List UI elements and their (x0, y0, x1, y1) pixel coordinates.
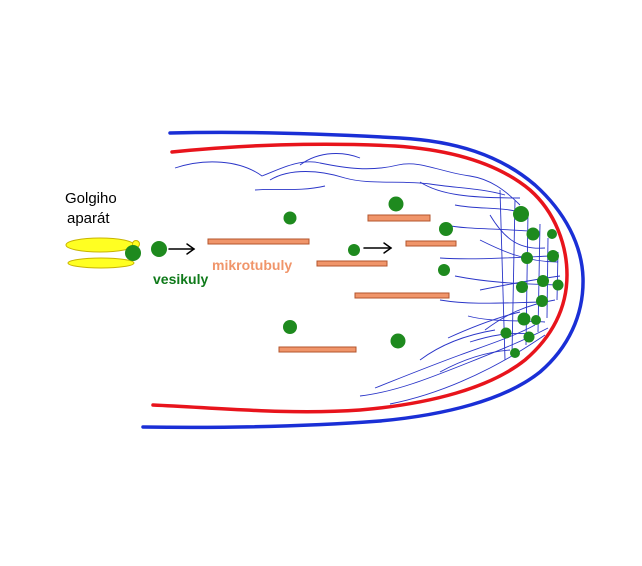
microtubule (278, 346, 357, 353)
microtubule (316, 260, 388, 267)
vesicle (526, 227, 540, 241)
vesicle (547, 229, 557, 239)
vesicle (516, 281, 528, 293)
vesicle (523, 331, 535, 343)
microtubule (367, 214, 431, 222)
vesicles-label: vesikuly (153, 271, 208, 287)
vesicle (283, 320, 297, 334)
golgi-label-line1: Golgiho (65, 190, 117, 207)
vesicle (348, 244, 360, 256)
outer-membrane (141, 130, 585, 430)
microtubule (354, 292, 450, 299)
vesicle (513, 206, 529, 222)
vesicle (521, 252, 533, 264)
arrow-icon (168, 243, 196, 255)
inner-membrane (151, 142, 569, 414)
microtubules (207, 214, 457, 353)
vesicle (438, 264, 450, 276)
golgi-apparatus (65, 237, 140, 269)
vesicle (388, 196, 404, 212)
vesicles (125, 196, 564, 358)
actin-network (174, 153, 561, 405)
vesicle (547, 250, 559, 262)
vesicle (439, 222, 453, 236)
vesicle (510, 348, 520, 358)
vesicle (390, 333, 406, 349)
vesicle (537, 275, 549, 287)
vesicle (283, 211, 297, 225)
arrow-icon (363, 242, 393, 254)
microtubules-label: mikrotubuly (212, 257, 292, 273)
vesicle (531, 315, 541, 325)
vesicle (517, 312, 531, 326)
golgi-label-line2: aparát (67, 210, 110, 227)
vesicle (500, 327, 512, 339)
vesicle (536, 295, 548, 307)
microtubule (405, 240, 457, 247)
vesicle (151, 241, 167, 257)
vesicle (125, 245, 141, 261)
vesicle (552, 279, 564, 291)
microtubule (207, 238, 310, 245)
